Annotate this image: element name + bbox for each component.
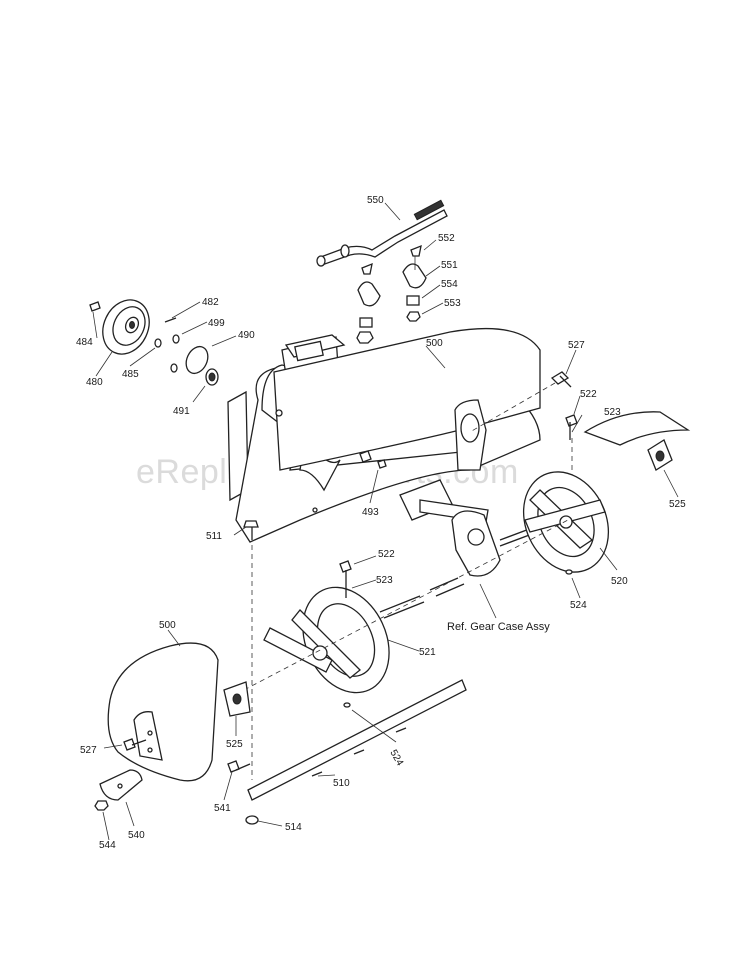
skid-shoe (94, 769, 143, 811)
label-480: 480 (86, 377, 103, 388)
chute-crank-bracket-right (402, 244, 427, 322)
label-553: 553 (444, 298, 461, 309)
label-527-left: 527 (80, 745, 97, 756)
center-shaft-bolts (339, 560, 352, 598)
chute-crank-bracket-left (356, 262, 381, 344)
scraper-bar (245, 679, 467, 825)
label-523-top: 523 (604, 407, 621, 418)
auger-pulley (102, 299, 150, 355)
carriage-bolt (227, 760, 251, 773)
label-544: 544 (99, 840, 116, 851)
auger-right (522, 471, 610, 575)
label-550: 550 (367, 195, 384, 206)
label-523-mid: 523 (376, 575, 393, 586)
label-485: 485 (122, 369, 139, 380)
label-551: 551 (441, 260, 458, 271)
label-540: 540 (128, 830, 145, 841)
label-493: 493 (362, 507, 379, 518)
label-520: 520 (611, 576, 628, 587)
label-541: 541 (214, 803, 231, 814)
shear-bolt (243, 520, 259, 780)
label-491: 491 (173, 406, 190, 417)
pulley-hardware (89, 301, 219, 386)
label-525-left: 525 (226, 739, 243, 750)
label-511: 511 (206, 531, 222, 542)
label-484: 484 (76, 337, 93, 348)
label-510: 510 (333, 778, 350, 789)
label-524-right: 524 (570, 600, 587, 611)
label-525-right: 525 (669, 499, 686, 510)
label-514: 514 (285, 822, 302, 833)
housing-bolts (359, 450, 387, 469)
label-522-top: 522 (580, 389, 597, 400)
label-500-top: 500 (426, 338, 443, 349)
label-524-bottom: 524 (387, 748, 405, 768)
label-482: 482 (202, 297, 219, 308)
label-ref-gear-case: Ref. Gear Case Assy (447, 621, 550, 633)
auger-housing (227, 327, 541, 543)
label-527-top: 527 (568, 340, 585, 351)
bearing-flange-right (583, 411, 691, 471)
label-552: 552 (438, 233, 455, 244)
label-490: 490 (238, 330, 255, 341)
shaft-centerline (243, 519, 569, 691)
label-522-mid: 522 (378, 549, 395, 560)
leader-lines (92, 202, 679, 841)
label-500-left: 500 (159, 620, 176, 631)
label-499: 499 (208, 318, 225, 329)
auger-left (263, 586, 425, 694)
side-plate-left (107, 642, 219, 782)
label-554: 554 (441, 279, 458, 290)
bearing-flange-left (223, 681, 251, 717)
label-521: 521 (419, 647, 436, 658)
chute-crank-rod (316, 199, 448, 267)
gear-case-assembly (399, 479, 541, 597)
side-plate-bolts (123, 738, 147, 751)
